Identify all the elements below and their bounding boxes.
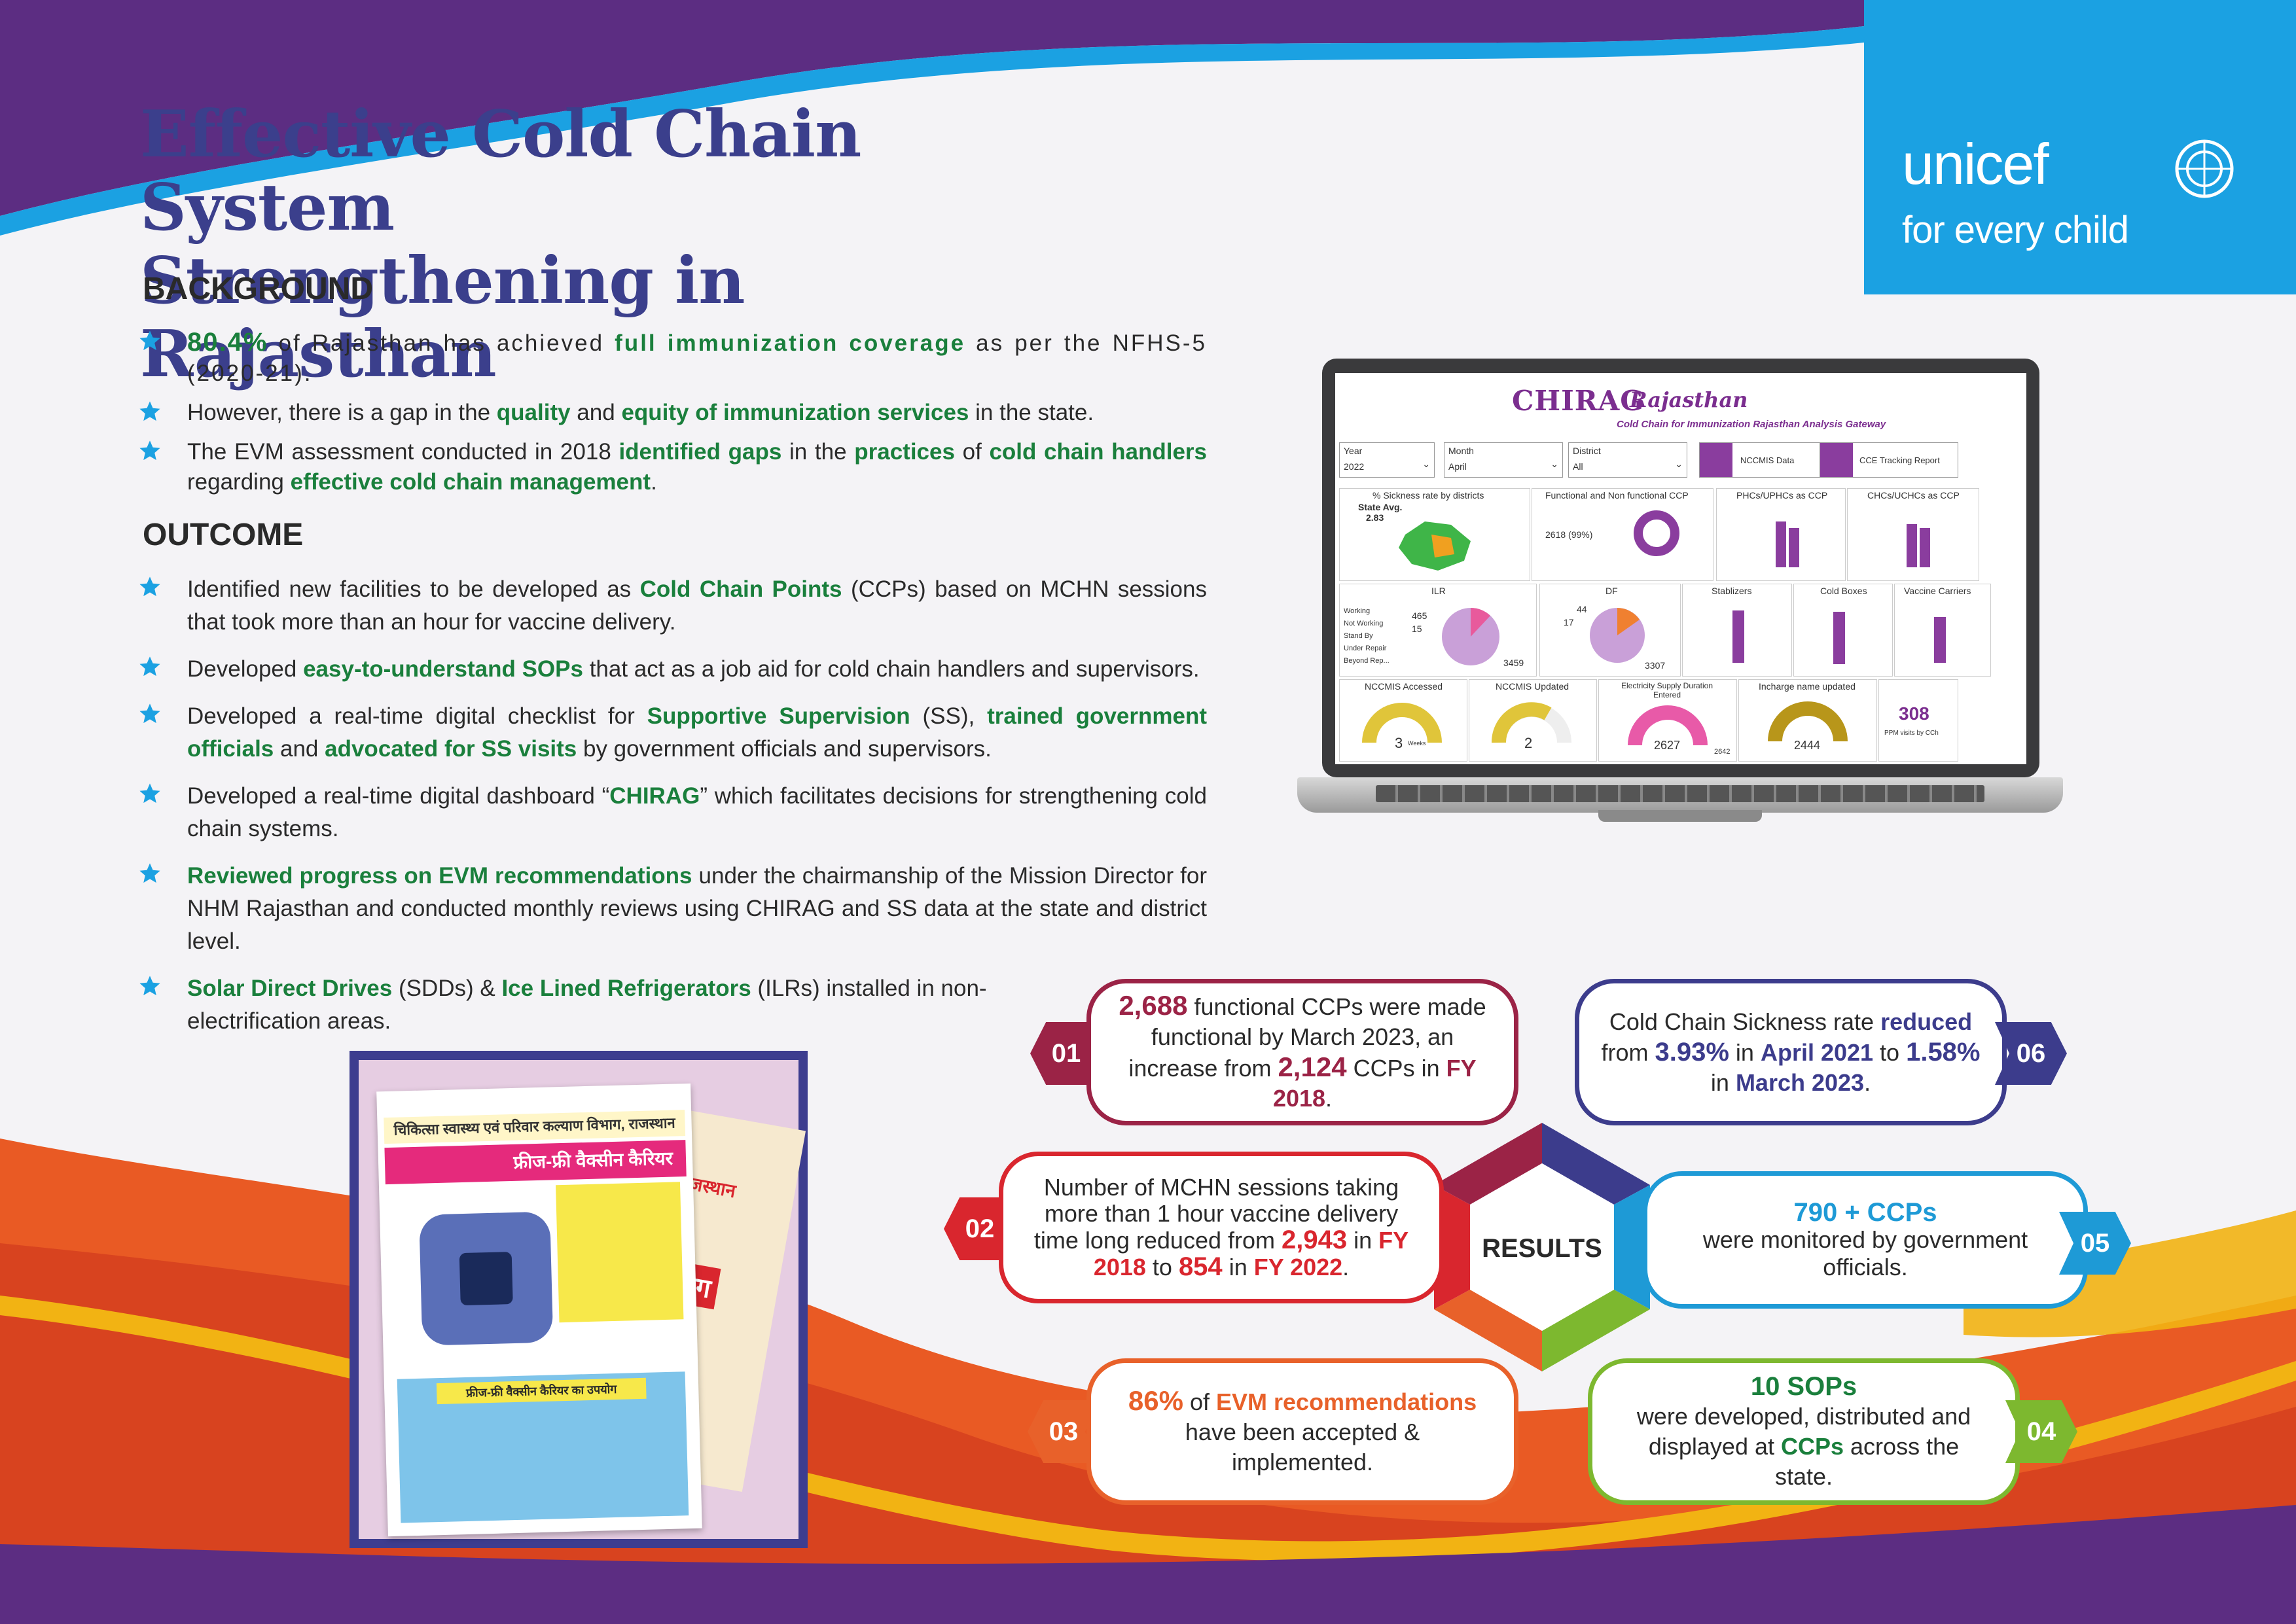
result-card-02: Number of MCHN sessions taking more than… bbox=[999, 1152, 1444, 1303]
star-bullet-icon bbox=[139, 656, 160, 677]
outcome-item: Identified new facilities to be develope… bbox=[139, 573, 1207, 639]
star-bullet-icon bbox=[139, 703, 160, 724]
poster-note bbox=[556, 1182, 684, 1323]
bar bbox=[1907, 524, 1917, 567]
star-bullet-icon bbox=[139, 976, 160, 996]
incharge-gauge: Incharge name updated 2444 bbox=[1738, 679, 1877, 762]
result-card-05: 790 + CCPs were monitored by government … bbox=[1643, 1171, 2088, 1309]
phc-ccp-panel: PHCs/UPHCs as CCP bbox=[1716, 488, 1846, 581]
star-bullet-icon bbox=[139, 330, 160, 351]
chevron-down-icon: ⌄ bbox=[1422, 459, 1430, 469]
bar bbox=[1776, 521, 1786, 567]
result-card-03: 86% of EVM recommendations have been acc… bbox=[1086, 1358, 1518, 1505]
electricity-gauge: Electricity Supply Duration Entered 2627… bbox=[1598, 679, 1737, 762]
gauge-arc bbox=[1768, 701, 1848, 742]
stabilizers-panel: Stablizers bbox=[1682, 584, 1792, 677]
results-wheel bbox=[1434, 1123, 1650, 1371]
poster-title: फ्रीज-फ्री वैक्सीन कैरियर bbox=[384, 1140, 687, 1185]
results-label: RESULTS bbox=[1482, 1234, 1602, 1263]
functional-ccp-panel: Functional and Non functional CCP 2618 (… bbox=[1532, 488, 1713, 581]
gauge-arc bbox=[1491, 702, 1571, 743]
background-list: 80.4% of Rajasthan has achieved full imm… bbox=[139, 327, 1207, 506]
chc-ccp-panel: CHCs/UCHCs as CCP bbox=[1847, 488, 1979, 581]
unicef-wordmark: unicef bbox=[1902, 132, 2049, 196]
nccmis-updated-gauge: NCCMIS Updated 2 bbox=[1469, 679, 1597, 762]
background-item: The EVM assessment conducted in 2018 ide… bbox=[139, 437, 1207, 497]
unicef-emblem-icon bbox=[2175, 139, 2234, 198]
result-card-06: Cold Chain Sickness rate reduced from 3.… bbox=[1575, 979, 2007, 1125]
bar bbox=[1934, 617, 1946, 663]
outcome-item: Developed a real-time digital dashboard … bbox=[139, 780, 1207, 845]
gauge-arc bbox=[1628, 705, 1708, 746]
cold-boxes-panel: Cold Boxes bbox=[1793, 584, 1893, 677]
bar bbox=[1789, 528, 1799, 567]
page-title: Effective Cold Chain System Strengthenin… bbox=[140, 98, 1122, 391]
star-bullet-icon bbox=[139, 401, 160, 421]
ilr-pie-chart bbox=[1442, 608, 1499, 665]
bar bbox=[1732, 610, 1744, 663]
sickness-rate-panel: % Sickness rate by districts State Avg. … bbox=[1339, 488, 1530, 581]
df-panel: DF 44 17 3307 bbox=[1539, 584, 1681, 677]
bar bbox=[1833, 612, 1845, 664]
ppm-visits-card: 308 PPM visits by CCh bbox=[1878, 679, 1958, 762]
result-card-04: 10 SOPs were developed, distributed and … bbox=[1588, 1358, 2020, 1505]
background-item: 80.4% of Rajasthan has achieved full imm… bbox=[139, 327, 1207, 389]
bar bbox=[1920, 528, 1930, 567]
chevron-down-icon: ⌄ bbox=[1551, 459, 1558, 469]
nccmis-data-button[interactable]: NCCMIS Data bbox=[1699, 442, 1831, 478]
outcome-heading: OUTCOME bbox=[143, 518, 304, 552]
outcome-item: Developed a real-time digital checklist … bbox=[139, 700, 1207, 766]
nccmis-accessed-gauge: NCCMIS Accessed 3 Weeks bbox=[1339, 679, 1467, 762]
star-bullet-icon bbox=[139, 576, 160, 597]
df-pie-chart bbox=[1590, 608, 1645, 663]
outcome-item: Developed easy-to-understand SOPs that a… bbox=[139, 653, 1207, 686]
poster-page: चिकित्सा स्वास्थ्य एवं परिवार कल्याण विभ… bbox=[376, 1083, 702, 1537]
title-line-1: Effective Cold Chain System bbox=[140, 97, 861, 245]
dashboard-subtitle: Cold Chain for Immunization Rajasthan An… bbox=[1617, 419, 1886, 430]
results-hub: RESULTS bbox=[1418, 1123, 1666, 1371]
vaccine-carrier-image bbox=[419, 1211, 554, 1346]
dashboard-region: Rajasthan bbox=[1630, 387, 1748, 412]
result-card-01: 2,688 functional CCPs were made function… bbox=[1086, 979, 1518, 1125]
outcome-item: Reviewed progress on EVM recommendations… bbox=[139, 860, 1207, 958]
background-item: However, there is a gap in the quality a… bbox=[139, 398, 1207, 428]
poster-bottom-box: फ्रीज-फ्री वैक्सीन कैरियर का उपयोग bbox=[397, 1371, 689, 1523]
laptop-touchpad bbox=[1598, 810, 1762, 822]
unicef-tagline: for every child bbox=[1902, 209, 2129, 251]
star-bullet-icon bbox=[139, 783, 160, 803]
poster-bottom-title: फ्रीज-फ्री वैक्सीन कैरियर का उपयोग bbox=[436, 1377, 647, 1405]
donut-chart bbox=[1634, 510, 1679, 556]
rajasthan-map-icon bbox=[1399, 521, 1471, 571]
outcome-item: Solar Direct Drives (SDDs) & Ice Lined R… bbox=[139, 972, 1025, 1038]
background-heading: BACKGROUND bbox=[143, 272, 373, 306]
gauge-arc bbox=[1362, 703, 1442, 743]
dashboard-screen: CHIRAG Rajasthan Cold Chain for Immuniza… bbox=[1335, 373, 2026, 764]
poster-frame: राजस्थान प्रयोग चिकित्सा स्वास्थ्य एवं प… bbox=[350, 1051, 808, 1548]
vaccine-carriers-panel: Vaccine Carriers bbox=[1894, 584, 1991, 677]
star-bullet-icon bbox=[139, 440, 160, 461]
poster-header: चिकित्सा स्वास्थ्य एवं परिवार कल्याण विभ… bbox=[384, 1110, 686, 1144]
chirag-logo: CHIRAG bbox=[1512, 385, 1645, 417]
outcome-list: Identified new facilities to be develope… bbox=[139, 573, 1207, 1047]
unicef-logo: unicef for every child bbox=[1864, 0, 2296, 294]
cce-tracking-button[interactable]: CCE Tracking Report bbox=[1820, 442, 1958, 478]
laptop-dashboard: CHIRAG Rajasthan Cold Chain for Immuniza… bbox=[1297, 359, 2063, 862]
star-bullet-icon bbox=[139, 863, 160, 883]
chevron-down-icon: ⌄ bbox=[1675, 459, 1683, 469]
title-line-2: Strengthening in Rajasthan bbox=[140, 243, 745, 392]
laptop-keyboard bbox=[1376, 785, 1984, 802]
